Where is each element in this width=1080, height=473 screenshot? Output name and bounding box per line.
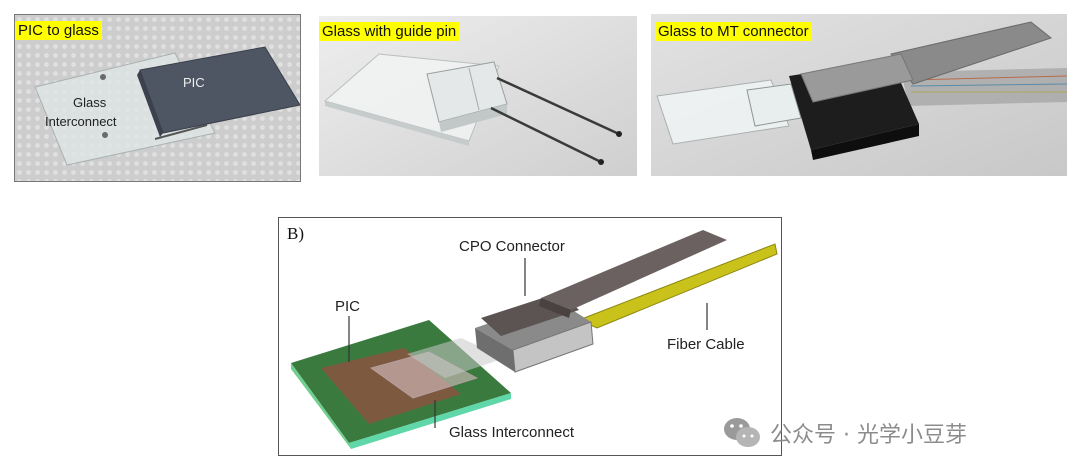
pic-to-glass-photo: [15, 15, 300, 181]
photo-panel-glass-to-mt-connector: Glass to MT connector: [651, 14, 1067, 176]
caption-glass-to-mt-connector: Glass to MT connector: [655, 22, 812, 41]
caption-pic-to-glass: PIC to glass: [15, 21, 102, 40]
wechat-icon: [724, 418, 760, 447]
photo-panel-pic-to-glass: PIC to glass PIC Glass Interconnect: [14, 14, 301, 182]
label-glass-line1: Glass: [73, 95, 107, 110]
label-fiber-cable: Fiber Cable: [667, 336, 745, 353]
glass-interconnect-shape: [370, 351, 479, 399]
label-pic-diagram: PIC: [335, 298, 361, 315]
connector-latch: [541, 230, 727, 310]
cpo-assembly-diagram: [291, 230, 778, 449]
label-pic: PIC: [183, 75, 205, 90]
caption-glass-with-guide-pin: Glass with guide pin: [319, 22, 460, 41]
label-glass-interconnect: Glass Interconnect: [449, 424, 575, 441]
label-glass-line2: Interconnect: [45, 114, 117, 129]
glass-guide-pin-photo: [319, 16, 637, 176]
watermark: 公众号 · 光学小豆芽: [722, 413, 967, 453]
watermark-text: 公众号 · 光学小豆芽: [770, 423, 967, 448]
label-cpo-connector: CPO Connector: [459, 238, 565, 255]
panel-label-b: B): [287, 224, 304, 243]
diagram-panel-b: B) CPO Connector PIC Fiber Cable Glass I…: [278, 217, 782, 456]
glass-mt-connector-photo: [651, 14, 1067, 176]
photo-panel-glass-with-guide-pin: Glass with guide pin: [319, 16, 637, 176]
